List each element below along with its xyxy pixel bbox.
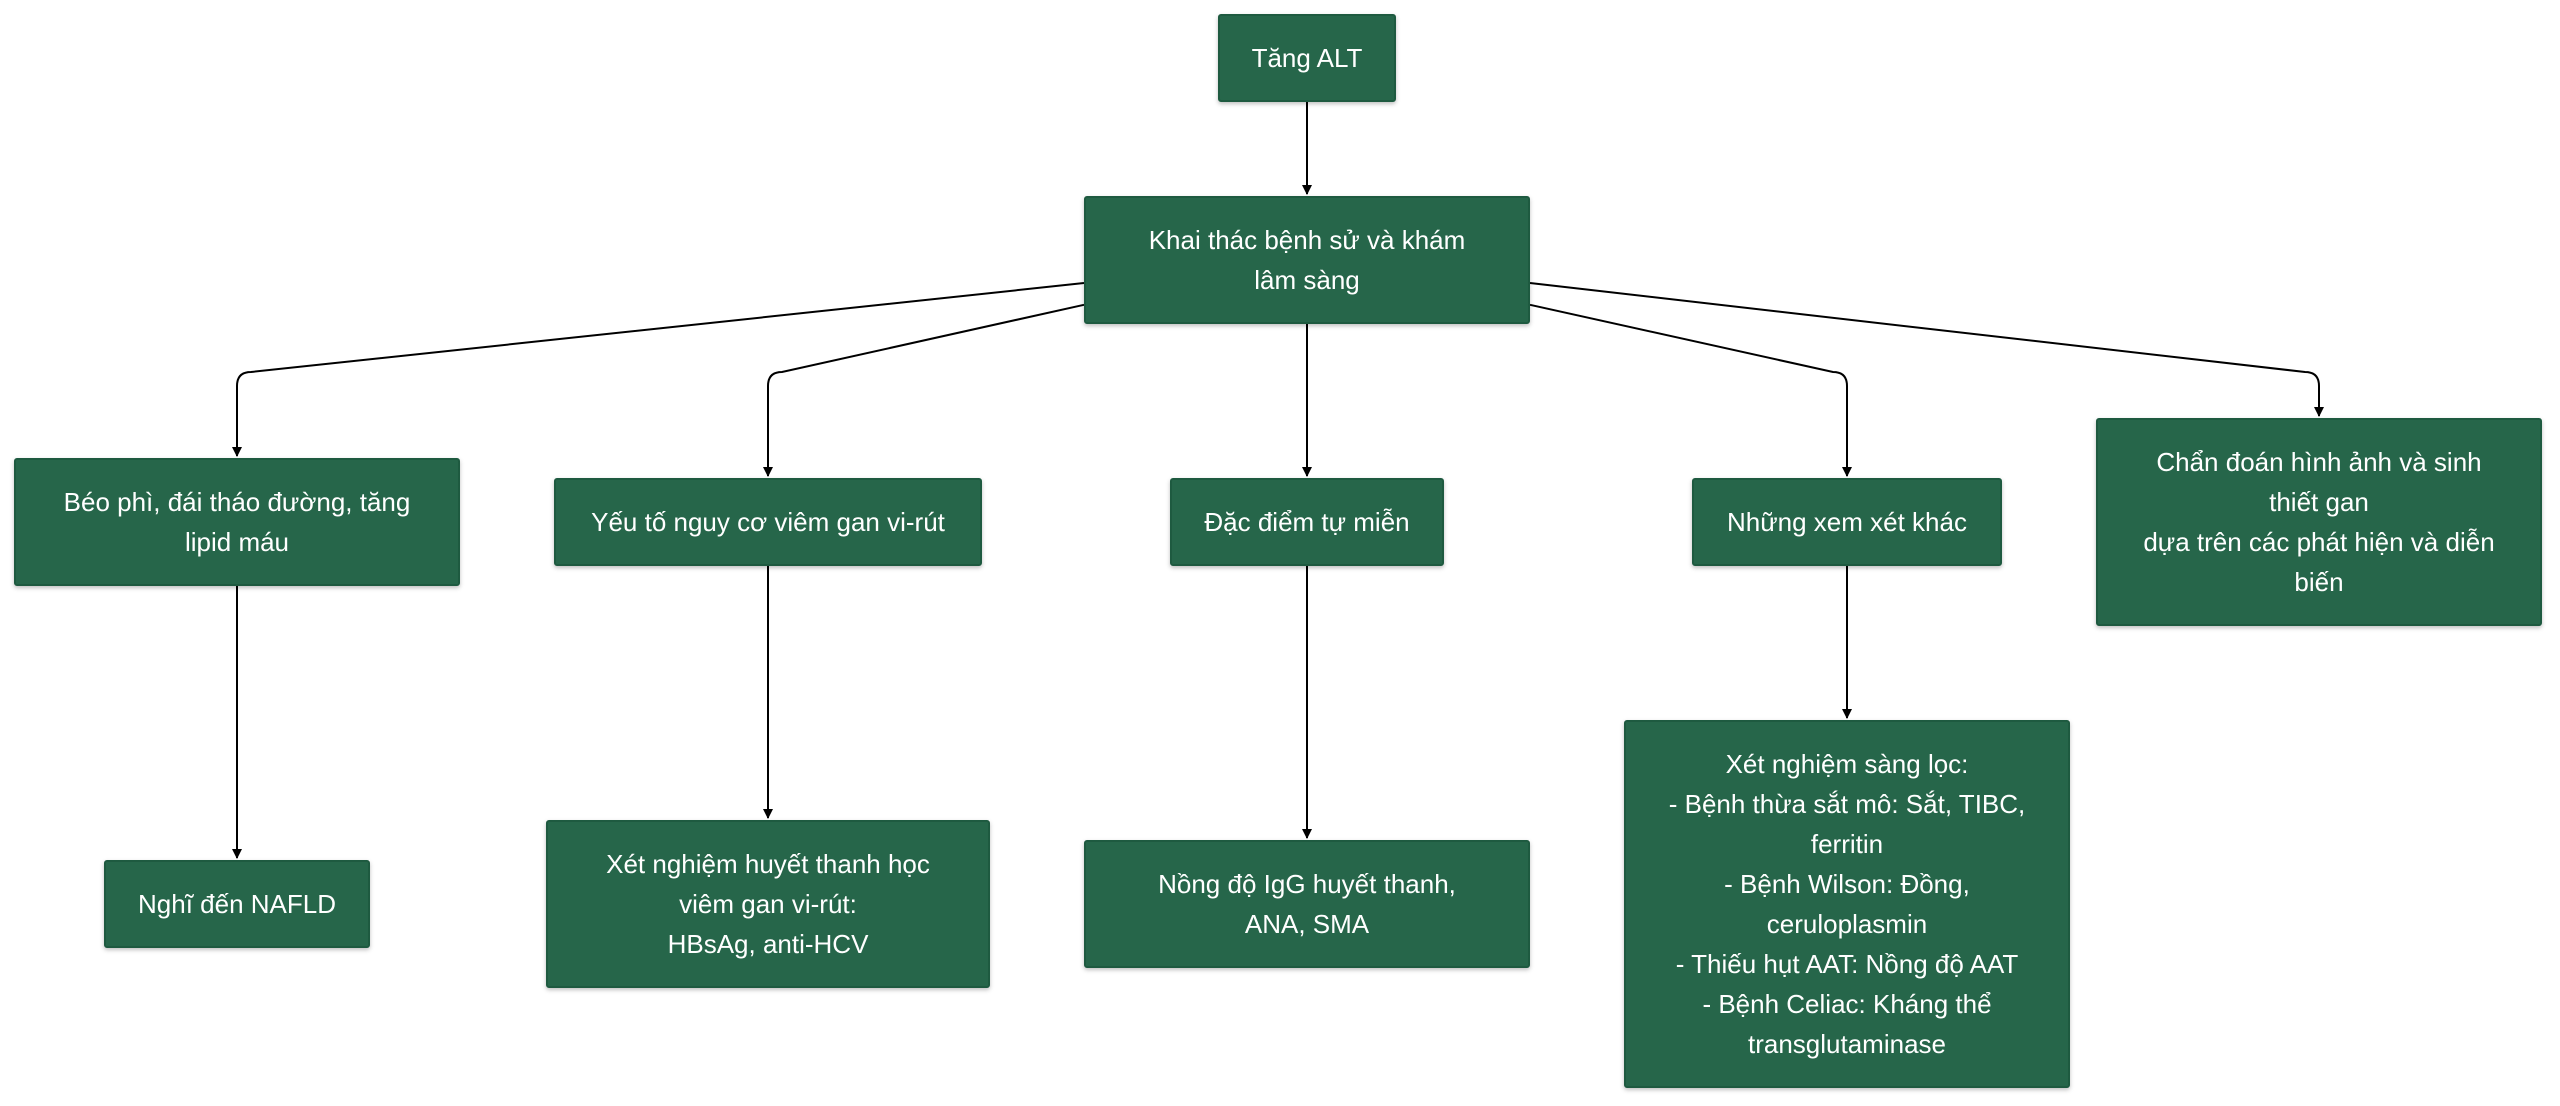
node-label-line: ANA, SMA — [1244, 909, 1370, 939]
node-label-line: ferritin — [1810, 829, 1884, 859]
node-label: Béo phì, đái tháo đường, tăng lipid máu — [64, 482, 411, 562]
node-label-line: lipid máu — [184, 527, 290, 557]
node-label: Xét nghiệm huyết thanh học viêm gan vi-rú… — [606, 844, 930, 964]
edge-history-to-imaging — [1529, 282, 2324, 417]
node-label-line: Khai thác bệnh sử và khám — [1148, 225, 1466, 255]
node-label-line: Yếu tố nguy cơ viêm gan vi-rút — [591, 507, 945, 537]
node-label-line: Những xem xét khác — [1727, 507, 1967, 537]
node-label-line: lâm sàng — [1254, 265, 1360, 295]
node-label-line: Xét nghiệm sàng lọc: — [1725, 749, 1969, 779]
node-label-line: transglutaminase — [1748, 1029, 1946, 1059]
node-label-line: Béo phì, đái tháo đường, tăng — [63, 487, 411, 517]
node-label: Nghĩ đến NAFLD — [138, 884, 336, 924]
node-tang-alt: Tăng ALT — [1218, 14, 1396, 102]
node-label-line: biến — [2294, 567, 2344, 597]
node-label: Tăng ALT — [1252, 38, 1363, 78]
node-label-line: - Thiếu hụt AAT: Nồng độ AAT — [1675, 949, 2019, 979]
node-label-line: dựa trên các phát hiện và diễn — [2143, 527, 2495, 557]
node-label-line: Đặc điểm tự miễn — [1204, 507, 1410, 537]
node-label: Yếu tố nguy cơ viêm gan vi-rút — [591, 502, 945, 542]
node-nafld: Nghĩ đến NAFLD — [104, 860, 370, 948]
node-label-line: Xét nghiệm huyết thanh học — [606, 849, 930, 879]
node-label-line: HBsAg, anti-HCV — [667, 929, 869, 959]
node-screening-tests: Xét nghiệm sàng lọc: - Bệnh thừa sắt mô: … — [1624, 720, 2070, 1088]
node-viral-serology: Xét nghiệm huyết thanh học viêm gan vi-rú… — [546, 820, 990, 988]
node-label-line: viêm gan vi-rút: — [679, 889, 857, 919]
node-autoimmune: Đặc điểm tự miễn — [1170, 478, 1444, 566]
node-label: Khai thác bệnh sử và khám lâm sàng — [1149, 220, 1466, 300]
node-label: Những xem xét khác — [1727, 502, 1967, 542]
node-label: Đặc điểm tự miễn — [1204, 502, 1409, 542]
node-label-line: - Bệnh Celiac: Kháng thể — [1702, 989, 1992, 1019]
node-label-line: ceruloplasmin — [1766, 909, 1928, 939]
node-label-line: - Bệnh Wilson: Đồng, — [1724, 869, 1970, 899]
node-label: Chẩn đoán hình ảnh và sinh thiết gan dựa t… — [2143, 442, 2494, 602]
node-label-line: Chẩn đoán hình ảnh và sinh — [2156, 447, 2482, 477]
node-obesity-diabetes: Béo phì, đái tháo đường, tăng lipid máu — [14, 458, 460, 586]
node-label: Xét nghiệm sàng lọc: - Bệnh thừa sắt mô: … — [1669, 744, 2026, 1064]
node-imaging-biopsy: Chẩn đoán hình ảnh và sinh thiết gan dựa t… — [2096, 418, 2542, 626]
node-other-considerations: Những xem xét khác — [1692, 478, 2002, 566]
edge-history-to-obesity — [232, 282, 1085, 457]
edge-history-to-viral_risk — [763, 303, 1085, 477]
node-igg-ana-sma: Nồng độ IgG huyết thanh, ANA, SMA — [1084, 840, 1530, 968]
node-label: Nồng độ IgG huyết thanh, ANA, SMA — [1158, 864, 1456, 944]
node-viral-risk: Yếu tố nguy cơ viêm gan vi-rút — [554, 478, 982, 566]
node-label-line: - Bệnh thừa sắt mô: Sắt, TIBC, — [1668, 789, 2026, 819]
node-history-exam: Khai thác bệnh sử và khám lâm sàng — [1084, 196, 1530, 324]
node-label-line: Nghĩ đến NAFLD — [138, 889, 336, 919]
node-label-line: thiết gan — [2269, 487, 2369, 517]
edge-history-to-other — [1529, 303, 1852, 477]
node-label-line: Nồng độ IgG huyết thanh, — [1158, 869, 1456, 899]
node-label-line: Tăng ALT — [1251, 43, 1363, 73]
